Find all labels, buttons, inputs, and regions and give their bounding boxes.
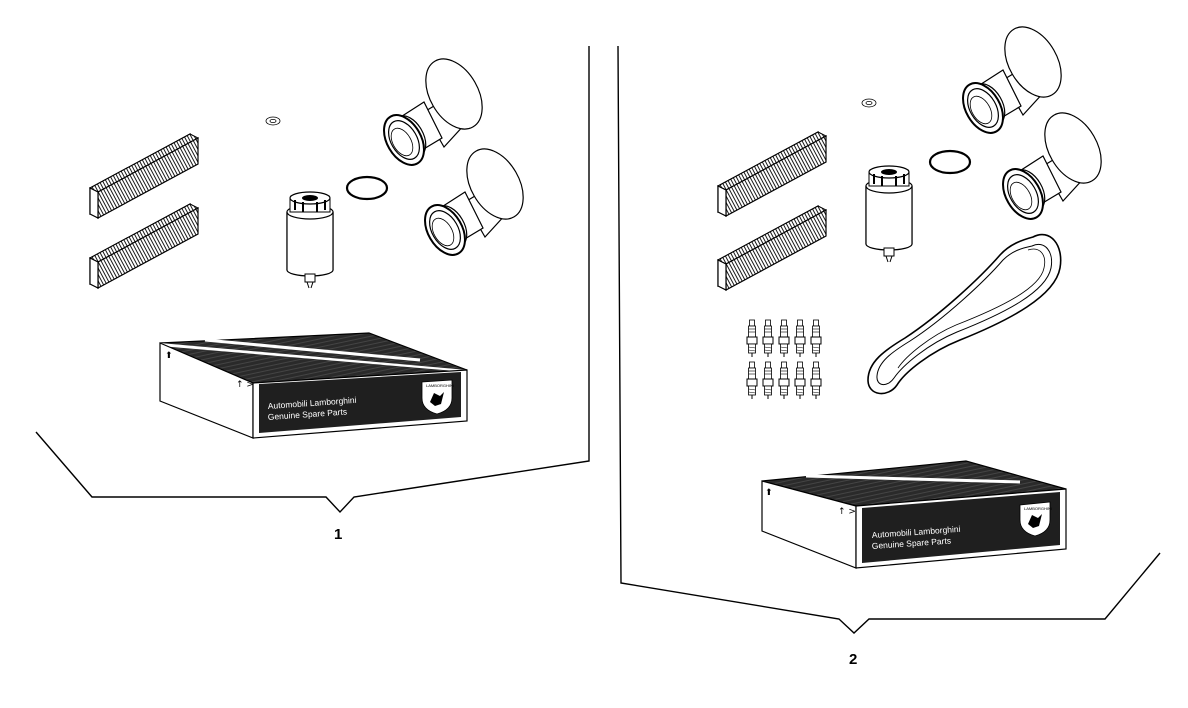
cabin-air-filter xyxy=(89,133,199,219)
air-filter-cartridge xyxy=(993,102,1114,227)
kit-1-bracket xyxy=(35,46,590,514)
kit-2-bracket xyxy=(617,45,1161,634)
drain-plug-washer xyxy=(265,116,281,126)
spark-plug xyxy=(794,319,806,358)
spark-plug xyxy=(762,319,774,358)
spark-plug xyxy=(810,319,822,358)
oil-filter xyxy=(865,165,913,263)
spark-plug-set xyxy=(746,319,822,400)
callout-2: 2 xyxy=(849,651,857,668)
spark-plug xyxy=(778,319,790,358)
up-arrow-icon: ⬆ xyxy=(165,351,173,361)
spark-plug xyxy=(810,361,822,400)
glass-icon: ↑ > xyxy=(236,380,254,390)
drain-plug-washer xyxy=(861,98,877,108)
up-arrow-icon: ⬆ xyxy=(765,488,773,498)
svg-text:LAMBORGHINI: LAMBORGHINI xyxy=(426,383,454,388)
callout-1: 1 xyxy=(334,526,342,543)
o-ring xyxy=(928,149,972,175)
kit-2: Automobili Lamborghini Genuine Spare Par… xyxy=(617,16,1161,668)
spark-plug xyxy=(746,319,758,358)
spark-plug xyxy=(794,361,806,400)
oil-filter xyxy=(286,191,334,289)
o-ring xyxy=(345,175,389,201)
parts-box: Automobili Lamborghini Genuine Spare Par… xyxy=(761,460,1067,569)
cabin-air-filter xyxy=(717,131,827,217)
air-filter-cartridge xyxy=(415,138,536,263)
drive-belt xyxy=(867,233,1062,395)
kit-1: Automobili Lamborghini Genuine Spare Par… xyxy=(35,46,590,543)
lamborghini-shield-logo: LAMBORGHINI xyxy=(1019,501,1052,537)
spark-plug xyxy=(762,361,774,400)
lamborghini-shield-logo: LAMBORGHINI xyxy=(421,379,454,415)
parts-box: Automobili Lamborghini Genuine Spare Par… xyxy=(159,332,468,439)
spark-plug xyxy=(778,361,790,400)
cabin-air-filter xyxy=(717,205,827,291)
spark-plug xyxy=(746,361,758,400)
svg-text:LAMBORGHINI: LAMBORGHINI xyxy=(1024,506,1052,511)
glass-icon: ↑ > xyxy=(838,507,856,517)
cabin-air-filter xyxy=(89,203,199,289)
